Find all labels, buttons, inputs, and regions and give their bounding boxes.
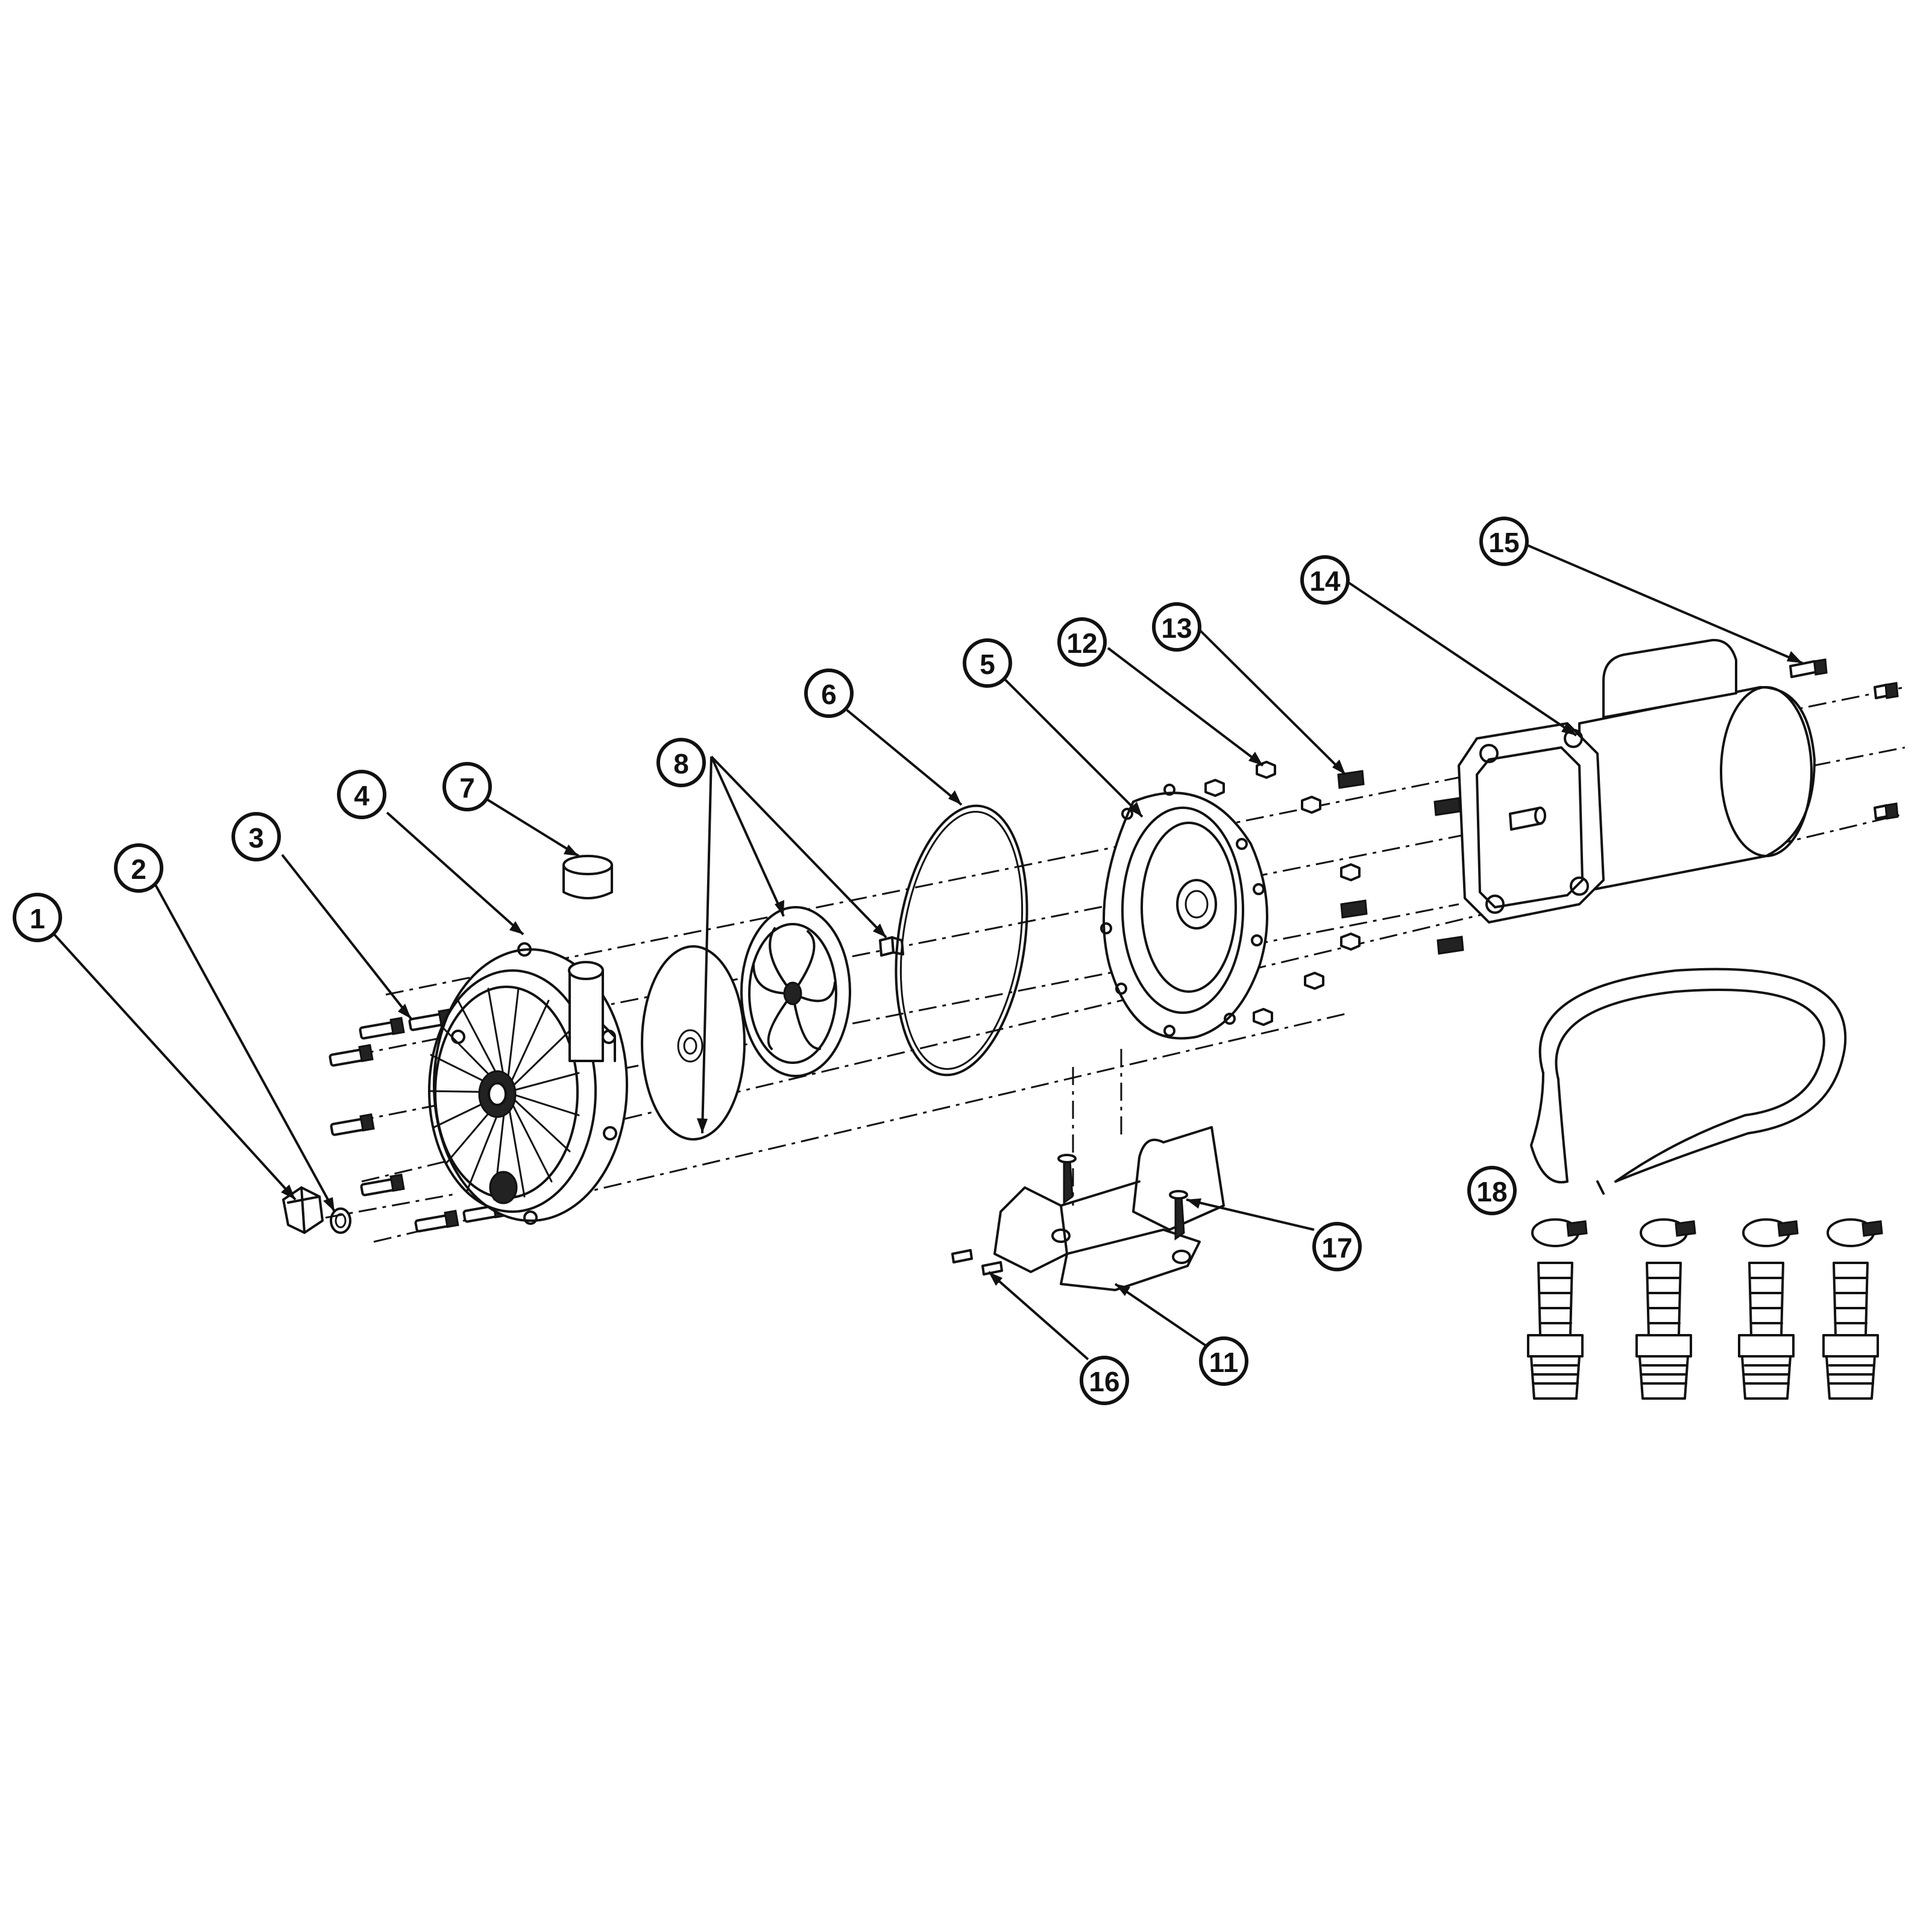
- callout-7: 7: [442, 762, 492, 811]
- callout-2: 2: [114, 843, 163, 893]
- callout-8: 8: [656, 738, 706, 787]
- callout-5-label: 5: [980, 649, 995, 680]
- callout-11: 11: [1199, 1336, 1248, 1386]
- callout-12-label: 12: [1066, 628, 1097, 659]
- callout-1: 1: [13, 893, 62, 942]
- base-screws-part: [951, 1154, 1188, 1276]
- callout-3: 3: [231, 812, 281, 861]
- callout-6: 6: [804, 669, 854, 718]
- callout-15: 15: [1479, 517, 1529, 566]
- arrowheads: [281, 651, 1802, 1296]
- callout-2-label: 2: [131, 854, 146, 885]
- callout-14-label: 14: [1309, 565, 1341, 597]
- housing-bolts-part: [329, 1008, 508, 1233]
- callout-5: 5: [963, 638, 1012, 688]
- cap-part: [562, 855, 613, 899]
- nuts-part: [1204, 761, 1361, 1026]
- callout-18-label: 18: [1476, 1176, 1507, 1207]
- shaft-key-part: [879, 936, 904, 957]
- motor-part: [1458, 638, 1816, 924]
- leader-lines: [52, 544, 1803, 1361]
- motor-bolts-part: [1789, 658, 1899, 820]
- large-o-ring-part: [895, 804, 1028, 1077]
- callout-15-label: 15: [1488, 527, 1519, 558]
- callout-12: 12: [1057, 617, 1107, 667]
- callout-16-label: 16: [1089, 1366, 1119, 1397]
- base-part: [993, 1126, 1225, 1291]
- hose-part: [1530, 968, 1847, 1195]
- callout-7-label: 7: [459, 772, 475, 804]
- callout-1-label: 1: [30, 903, 45, 934]
- callout-3-label: 3: [248, 822, 264, 854]
- callout-4: 4: [337, 770, 386, 819]
- callout-18: 18: [1467, 1166, 1517, 1215]
- callout-11-label: 11: [1209, 1347, 1239, 1378]
- callout-17: 17: [1312, 1222, 1362, 1271]
- callout-13-label: 13: [1161, 612, 1192, 644]
- washer-part: [330, 1207, 351, 1234]
- callout-8-label: 8: [673, 748, 689, 779]
- callout-14: 14: [1300, 555, 1350, 605]
- seal-plate-part: [1100, 784, 1268, 1040]
- impeller-part: [740, 906, 851, 1077]
- callout-16: 16: [1080, 1356, 1129, 1405]
- callout-17-label: 17: [1321, 1232, 1352, 1263]
- callout-4-label: 4: [354, 780, 370, 811]
- callout-13: 13: [1152, 602, 1201, 652]
- pump-housing-part: [428, 942, 628, 1225]
- diffuser-part: [641, 945, 746, 1141]
- clamps-fittings-part: [1527, 1218, 1883, 1400]
- callout-6-label: 6: [821, 679, 837, 710]
